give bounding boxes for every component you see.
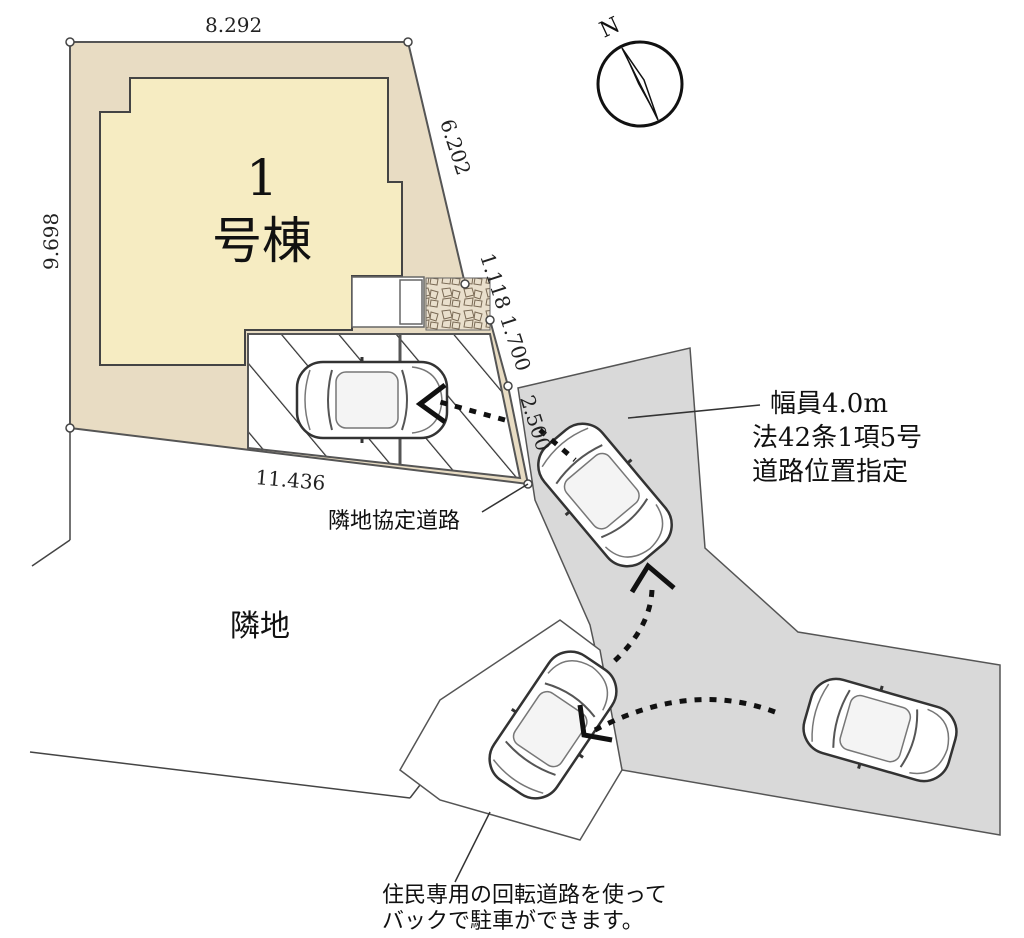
note-leader-line <box>454 811 491 883</box>
road-width-label: 幅員4.0m <box>770 389 888 419</box>
building-footprint <box>99 77 403 366</box>
stone-paving <box>425 277 491 331</box>
note-line-2: バックで駐車ができます。 <box>382 909 644 934</box>
agreement-leader-line <box>481 483 529 513</box>
dim-left: 9.698 <box>39 213 63 270</box>
building-number: 1 <box>246 149 278 207</box>
compass-icon <box>596 40 684 128</box>
note-line-1: 住民専用の回転道路を使って <box>382 883 667 908</box>
dim-upper-right: 6.202 <box>435 116 476 178</box>
compass-north-label: N <box>596 13 624 44</box>
entrance-step <box>399 279 423 325</box>
road-leader-line <box>627 404 761 419</box>
neighbor-label: 隣地 <box>230 609 290 644</box>
direction-arrows <box>415 383 676 743</box>
agreement-road-label: 隣地協定道路 <box>328 509 460 534</box>
road-law-label: 法42条1項5号 <box>752 423 922 453</box>
road-designation-label: 道路位置指定 <box>752 457 908 487</box>
dim-top: 8.292 <box>205 13 262 37</box>
dim-bottom: 11.436 <box>255 465 327 495</box>
building-name: 号棟 <box>212 212 312 270</box>
movement-path <box>439 399 776 733</box>
